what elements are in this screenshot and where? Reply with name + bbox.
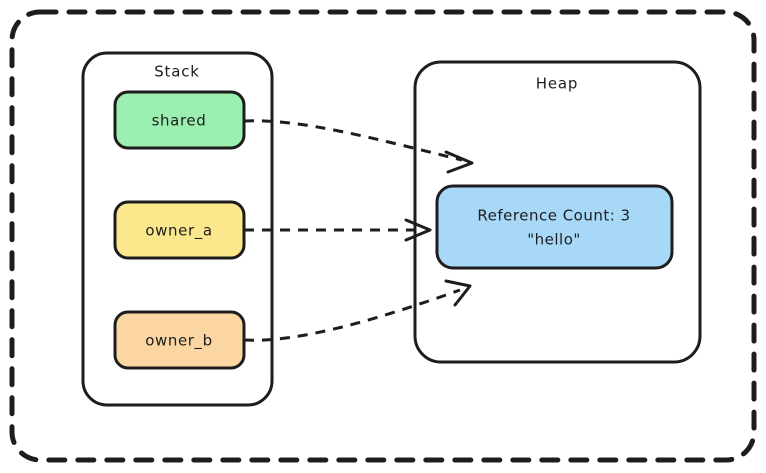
- stack-item-shared-label: shared: [152, 112, 207, 130]
- heap-label: Heap: [536, 75, 578, 93]
- stack-item-owner-b-label: owner_b: [145, 332, 213, 351]
- stack-label: Stack: [154, 63, 200, 81]
- edge-owner-a-to-heap-arrowhead: [404, 218, 432, 242]
- edge-shared-to-heap: [243, 119, 463, 162]
- edge-owner-b-to-heap-arrowhead: [444, 279, 472, 307]
- heap-reference-count-text: Reference Count: 3: [477, 207, 630, 225]
- edge-shared-to-heap-arrowhead: [444, 150, 474, 174]
- heap-allocation-node[interactable]: [435, 184, 674, 270]
- program-memory-boundary: [9, 9, 757, 463]
- heap-value-text: "hello": [527, 231, 581, 249]
- edge-owner-b-to-heap: [243, 288, 461, 342]
- stack-item-owner-a-label: owner_a: [145, 222, 212, 241]
